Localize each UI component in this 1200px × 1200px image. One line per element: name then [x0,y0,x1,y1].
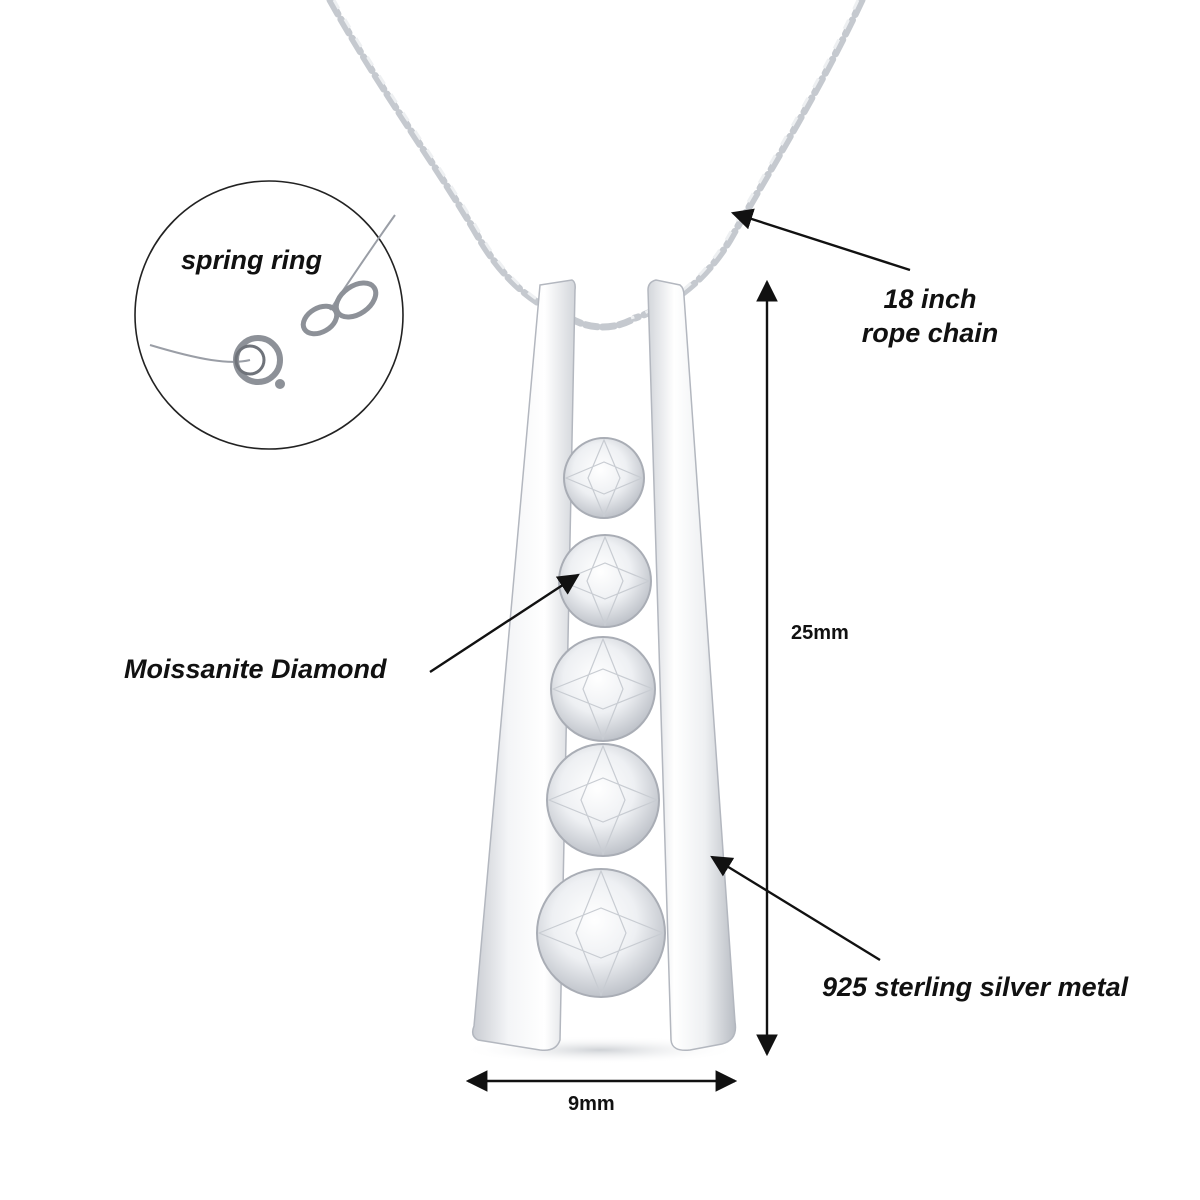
spring-ring-label: spring ring [181,245,322,275]
stone-1 [563,437,645,519]
stone-5 [536,868,666,998]
height-dimension-label: 25mm [791,622,849,644]
metal-label: 925 sterling silver metal [822,972,1129,1002]
spring-ring-inset [134,180,404,450]
stone-3 [550,636,656,742]
width-dimension-label: 9mm [568,1093,615,1115]
moissanite-stones [536,437,666,998]
rope-chain-label-line2: rope chain [861,318,999,348]
rope-chain-label-line1: 18 inch [883,284,977,314]
stone-2 [558,534,652,628]
annotation-lines [429,208,911,1092]
moissanite-label: Moissanite Diamond [124,654,387,684]
stone-4 [546,743,660,857]
rope-chain [326,0,866,331]
rope-chain-label: 18 inch rope chain [850,282,1010,350]
